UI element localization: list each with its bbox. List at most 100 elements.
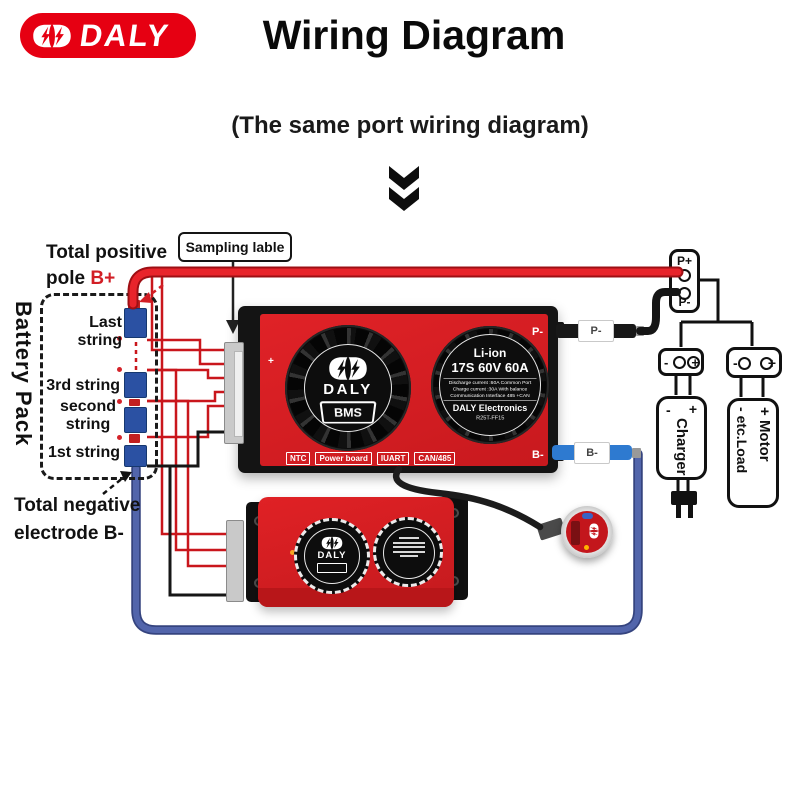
balance-fan-left-label: DALY <box>304 528 360 584</box>
string-label-1st: 1st string <box>47 444 120 461</box>
bms-bottom-ports: NTC Power board IUART CAN/485 <box>286 452 456 465</box>
output-p-minus-label: P- <box>678 295 691 309</box>
daly-logo-icon <box>329 357 367 380</box>
bms-fan-left-label: DALY BMS <box>304 344 392 432</box>
tiny-text-bar <box>393 546 425 548</box>
bms-model-code: R25T-FF15 <box>475 414 505 421</box>
tiny-text-bar <box>393 550 425 553</box>
load-label-line1: Motor <box>756 419 773 462</box>
load-box: - etc.Load + Motor <box>727 398 779 508</box>
daly-logo-icon <box>33 24 71 47</box>
sampling-wire <box>147 368 226 380</box>
balance-badge <box>317 563 347 573</box>
sampling-wire <box>147 404 226 439</box>
sampling-wire <box>147 390 226 403</box>
accessory-yellow-dot <box>584 545 589 550</box>
total-negative-line1: Total negative <box>14 495 141 516</box>
daly-logo-icon <box>321 536 343 550</box>
junction-dot <box>117 399 122 404</box>
load-minus-sign: - <box>734 407 750 412</box>
sampling-wire <box>147 368 226 552</box>
bms-maker: DALY Electronics <box>452 403 528 414</box>
battery-cell-3rd <box>124 372 147 398</box>
wire-b-plus-outline <box>127 266 684 310</box>
balance-fan-left: DALY <box>294 518 370 594</box>
load-connector-minus: - <box>733 355 738 371</box>
bms-rating: 17S 60V 60A <box>451 360 529 375</box>
load-connector: - + <box>726 347 782 378</box>
bms-unit: + P- B- DALY BMS Li-ion 17S 60V 60A Disc… <box>224 306 564 473</box>
battery-pack-label: Battery Pack <box>11 301 36 447</box>
sampling-wires-black <box>147 430 226 597</box>
string-label-second: second string <box>59 398 116 433</box>
load-terminal-plus <box>760 357 773 370</box>
charger-connector-plus: + <box>691 355 699 370</box>
sampling-wire <box>160 275 226 536</box>
b-minus-cable-label: B- <box>574 442 610 464</box>
total-negative-line2: electrode B- <box>14 523 124 544</box>
string-label-last: Last string <box>77 314 122 349</box>
output-terminal-positive <box>678 269 691 282</box>
sampling-wire-black <box>147 464 226 597</box>
plug-icon-prong <box>676 505 681 518</box>
bms-brand-text: DALY <box>323 381 373 398</box>
load-col-motor: + Motor <box>756 407 773 473</box>
balance-brand-text: DALY <box>317 550 347 561</box>
load-col-etc: - etc.Load <box>734 407 750 473</box>
load-box-columns: - etc.Load + Motor <box>734 407 773 473</box>
battery-cell-last <box>124 308 147 338</box>
balance-board-unit: DALY <box>226 492 468 610</box>
b-plus-terminal-label: B+ <box>90 268 116 289</box>
bms-port-b-minus: B- <box>532 449 544 461</box>
battery-cell-second <box>124 407 147 433</box>
sampling-wire-black <box>147 430 226 468</box>
plug-icon-prong <box>688 505 693 518</box>
accessory-face <box>566 511 608 553</box>
charger-plus-sign: + <box>688 401 697 417</box>
string-label-3rd: 3rd string <box>46 377 120 394</box>
bms-spec-line3: Communication Interface 485 +CAN <box>450 392 530 399</box>
bms-fan-left: DALY BMS <box>285 325 411 451</box>
charger-connector: - + <box>658 348 704 376</box>
accessory-dark-band <box>571 521 580 545</box>
junction-dot <box>117 336 122 341</box>
charger-connector-minus: - <box>664 355 669 370</box>
page-subtitle: (The same port wiring diagram) <box>231 112 589 139</box>
load-plus-sign: + <box>756 407 773 416</box>
tiny-text-bar <box>400 555 418 557</box>
balance-board-lip <box>258 588 454 607</box>
total-positive-word: pole <box>46 268 86 289</box>
bms-fan-right: Li-ion 17S 60V 60A Discharge current :60… <box>431 326 549 444</box>
bms-sampling-connector-strip <box>234 351 243 437</box>
bms-sampling-connector <box>224 342 244 444</box>
p-minus-cable-label: P- <box>578 320 614 342</box>
bms-port-can485: CAN/485 <box>414 452 456 465</box>
page-title: Wiring Diagram <box>262 12 566 58</box>
balance-board-connector <box>226 520 244 602</box>
load-connector-plus: + <box>767 355 776 371</box>
bms-port-iuart: IUART <box>376 452 410 465</box>
sampling-wire <box>147 399 226 568</box>
bms-port-ntc: NTC <box>286 452 311 465</box>
p-minus-cable-tip <box>636 326 644 336</box>
wire-b-plus <box>129 268 682 308</box>
chevron-down-icon <box>389 166 419 211</box>
accessory-puck <box>561 506 613 558</box>
total-positive-line2: pole B+ <box>46 268 115 290</box>
sampling-label-callout: Sampling lable <box>178 232 292 262</box>
accessory-blue-dot <box>582 513 593 519</box>
plug-icon-body <box>671 491 697 505</box>
daly-logo-badge: DALY <box>20 13 196 58</box>
output-p-plus-label: P+ <box>676 254 692 268</box>
balance-fan-right-label <box>383 527 435 579</box>
bms-badge: BMS <box>319 401 377 424</box>
load-label-line2: etc.Load <box>734 415 750 474</box>
bms-spec-label: Li-ion 17S 60V 60A Discharge current :60… <box>439 334 541 436</box>
charger-terminal-plus <box>687 356 700 369</box>
charger-label: Charger <box>673 418 690 476</box>
sampling-wire <box>150 275 226 352</box>
daly-logo-icon <box>589 523 599 539</box>
battery-cell-1st <box>124 445 147 467</box>
logo-text: DALY <box>77 17 173 53</box>
